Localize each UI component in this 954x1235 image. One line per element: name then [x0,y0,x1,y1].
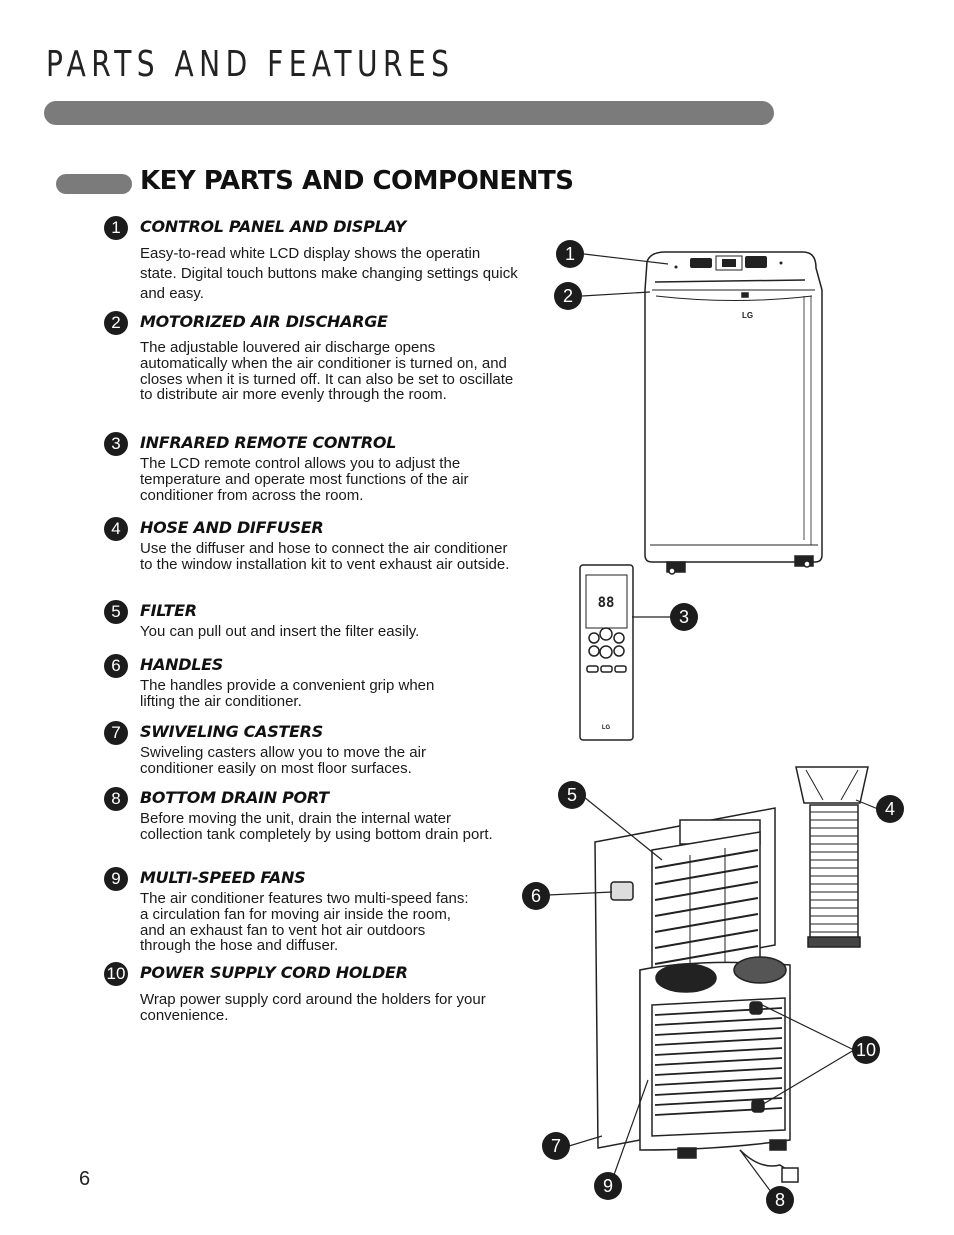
item-title: SWIVELING CASTERS [140,722,323,741]
item-title: HOSE AND DIFFUSER [140,518,324,537]
item-title: POWER SUPPLY CORD HOLDER [140,963,408,982]
item-title: FILTER [140,601,197,620]
item-title: HANDLES [140,655,223,674]
item-description: Before moving the unit, drain the intern… [140,810,493,843]
item-description: Swiveling casters allow you to move the … [140,744,426,777]
item-description: Wrap power supply cord around the holder… [140,991,486,1024]
item-number-badge: 7 [104,721,128,745]
item-description: The handles provide a convenient grip wh… [140,677,435,710]
item-description: The LCD remote control allows you to adj… [140,455,469,504]
ac-unit-back [594,807,799,1183]
item-title: INFRARED REMOTE CONTROL [140,433,397,452]
callout-8: 8 [766,1186,794,1214]
svg-text:2: 2 [563,286,573,306]
item-number-badge: 3 [104,432,128,456]
item-title: BOTTOM DRAIN PORT [140,788,329,807]
page-number: 6 [79,1168,91,1190]
callout-7: 7 [542,1132,570,1160]
item-number-badge: 1 [104,216,128,240]
svg-text:4: 4 [885,799,895,819]
brand-logo: LG [742,311,753,320]
section-heading: KEY PARTS AND COMPONENTS [140,166,574,196]
svg-text:10: 10 [856,1040,876,1060]
callout-10: 10 [852,1036,880,1064]
callout-5: 5 [558,781,586,809]
callout-leader-lines [547,253,879,1201]
remote-control [579,564,634,741]
item-description: You can pull out and insert the filter e… [140,623,420,640]
item-description: Use the diffuser and hose to connect the… [140,540,510,573]
title-bar [44,101,774,125]
hose-and-diffuser [795,766,869,948]
item-description: The adjustable louvered air discharge op… [140,339,514,404]
item-number-badge: 6 [104,654,128,678]
svg-text:3: 3 [679,607,689,627]
callout-6: 6 [522,882,550,910]
control-panel-display [674,255,783,271]
item-number-badge: 9 [104,867,128,891]
section-pill [56,174,132,194]
callout-3: 3 [670,603,698,631]
item-description: Easy-to-read white LCD display shows the… [140,245,518,302]
item-title: MOTORIZED AIR DISCHARGE [140,312,388,331]
item-title: CONTROL PANEL AND DISPLAY [140,217,407,236]
item-description: The air conditioner features two multi-s… [140,890,469,955]
remote-logo: LG [602,725,611,731]
svg-text:1: 1 [565,244,575,264]
svg-text:7: 7 [551,1136,561,1156]
item-number-badge: 8 [104,787,128,811]
svg-text:8: 8 [775,1190,785,1210]
callout-9: 9 [594,1172,622,1200]
item-number-badge: 2 [104,311,128,335]
callout-1: 1 [556,240,584,268]
item-number-badge: 5 [104,600,128,624]
svg-text:5: 5 [567,785,577,805]
ac-unit-front [644,251,823,575]
item-title: MULTI-SPEED FANS [140,868,306,887]
callout-4: 4 [876,795,904,823]
item-number-badge: 10 [104,962,128,986]
remote-display-digits: 88 [598,595,615,611]
page-title: PARTS AND FEATURES [46,44,455,85]
item-number-badge: 4 [104,517,128,541]
callout-2: 2 [554,282,582,310]
svg-text:9: 9 [603,1176,613,1196]
svg-text:6: 6 [531,886,541,906]
